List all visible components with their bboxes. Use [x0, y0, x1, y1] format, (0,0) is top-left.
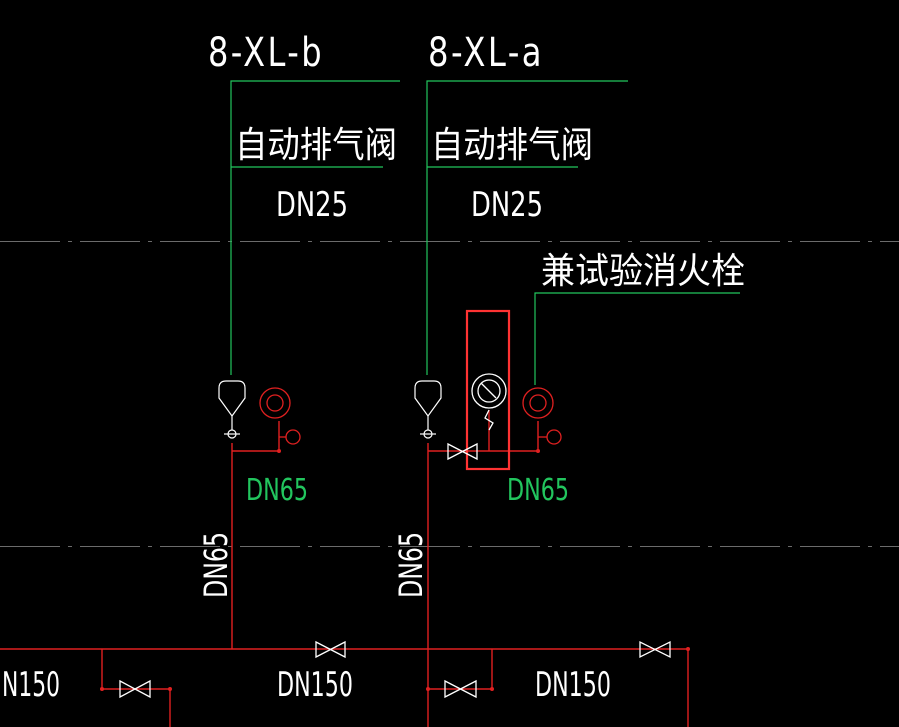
vent-body-a	[414, 380, 442, 418]
fire-hydrant-icon	[259, 387, 301, 445]
gauge-inner	[477, 379, 501, 403]
gate-valve-icon	[444, 679, 477, 699]
auto-air-vent-icon	[218, 380, 246, 439]
pipe-nodes	[100, 449, 690, 691]
gauge-needle	[480, 382, 497, 399]
hydrant-inner-b	[266, 394, 284, 412]
gate-valve-icon	[315, 640, 346, 659]
hydrant-outer-b	[259, 387, 291, 419]
pressure-gauge-icon	[471, 373, 507, 431]
node	[168, 687, 172, 691]
node	[686, 647, 690, 651]
node	[277, 449, 281, 453]
test-hydrant-label: 兼试验消火栓	[541, 251, 745, 292]
vent-valve-label-a: 自动排气阀	[431, 125, 593, 166]
vent-valve-label-b: 自动排气阀	[235, 125, 397, 166]
hydrant-outer-a	[522, 387, 554, 419]
node	[426, 687, 430, 691]
branch-size-a: DN65	[507, 473, 569, 508]
riser-size-b: DN65	[197, 532, 235, 598]
vent-valve-size-a: DN25	[471, 185, 543, 225]
riser-tag-a: 8-XL-a	[428, 30, 544, 76]
riser-size-a: DN65	[392, 532, 430, 598]
node	[100, 687, 104, 691]
leader-line-test-hydrant	[534, 292, 740, 385]
hydrant-small-b	[285, 429, 301, 445]
leader-line-xl-b	[230, 80, 400, 375]
node	[536, 449, 540, 453]
labels: 8-XL-b 8-XL-a 自动排气阀 自动排气阀 DN25 DN25 兼试验消…	[2, 30, 745, 705]
vent-body-b	[218, 380, 246, 418]
hydrant-inner-a	[529, 394, 547, 412]
gate-valve-icon	[119, 679, 151, 699]
valves	[119, 442, 671, 699]
branch-size-b: DN65	[246, 473, 308, 508]
main-size-right: DN150	[535, 665, 611, 705]
node	[490, 687, 494, 691]
gauge-outer	[471, 373, 507, 409]
fire-hydrant-icon	[522, 387, 562, 445]
gate-valve-icon	[447, 442, 478, 461]
highlight-box	[465, 309, 511, 471]
gauge-siphon	[484, 409, 494, 431]
auto-air-vent-icon	[414, 380, 442, 439]
main-size-mid: DN150	[277, 665, 353, 705]
leader-lines	[230, 80, 740, 385]
leader-line-xl-a	[426, 80, 628, 375]
vent-valve-size-b: DN25	[276, 185, 348, 225]
grid-lines	[0, 241, 899, 547]
hydrant-small-a	[546, 429, 562, 445]
gate-valve-icon	[639, 640, 671, 659]
riser-tag-b: 8-XL-b	[208, 30, 324, 76]
main-size-left: N150	[2, 665, 60, 705]
